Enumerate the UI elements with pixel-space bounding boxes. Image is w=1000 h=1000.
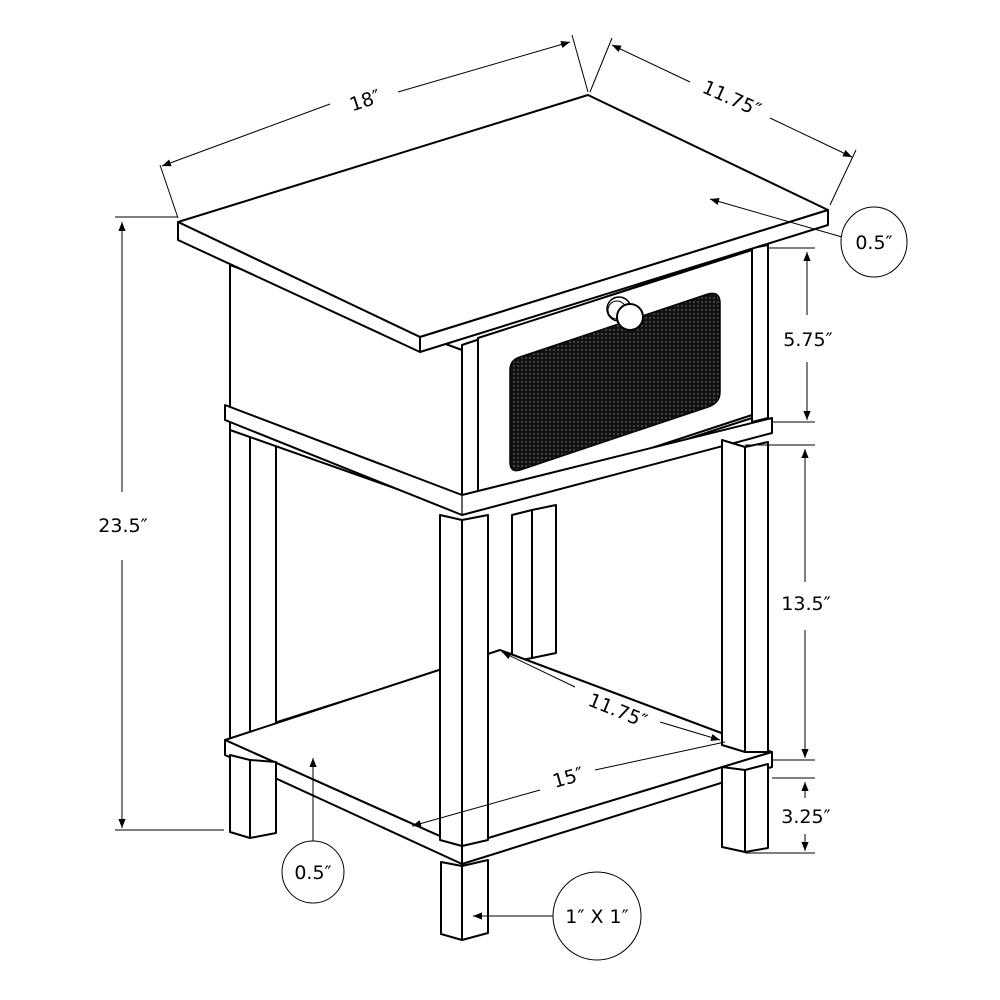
dimension-drawer-height: 5.75″	[768, 247, 833, 423]
dimension-leg-size: 1″ X 1″	[473, 871, 642, 961]
lower-shelf	[224, 649, 773, 865]
rear-left-foot	[229, 754, 277, 839]
drawer-front[interactable]	[477, 249, 753, 506]
dimension-top-thickness: 0.5″	[709, 198, 908, 278]
middle-rail	[224, 404, 773, 516]
label-leg-size: 1″ X 1″	[565, 906, 628, 928]
rattan-panel	[509, 292, 721, 472]
label-leg-clearance: 3.25″	[781, 806, 830, 828]
table-top	[177, 94, 829, 353]
label-drawer-height: 5.75″	[783, 329, 832, 351]
label-top-width: 18″	[347, 86, 384, 117]
back-left-leg	[229, 427, 277, 749]
label-shelf-clearance: 13.5″	[781, 593, 830, 615]
label-top-thickness: 0.5″	[855, 232, 892, 254]
label-overall-height: 23.5″	[98, 515, 147, 537]
label-shelf-thickness: 0.5″	[294, 862, 331, 884]
dimension-shelf-thickness: 0.5″	[281, 758, 345, 904]
front-left-leg	[439, 514, 489, 941]
drawer-knob-icon[interactable]	[606, 296, 644, 331]
label-top-depth: 11.75″	[699, 76, 764, 121]
dimension-leg-clearance: 3.25″	[745, 777, 831, 854]
front-right-leg	[721, 439, 769, 853]
dimension-overall-height: 23.5″	[98, 216, 224, 831]
back-right-leg	[511, 504, 557, 663]
dimension-shelf-clearance: 13.5″	[745, 444, 831, 761]
